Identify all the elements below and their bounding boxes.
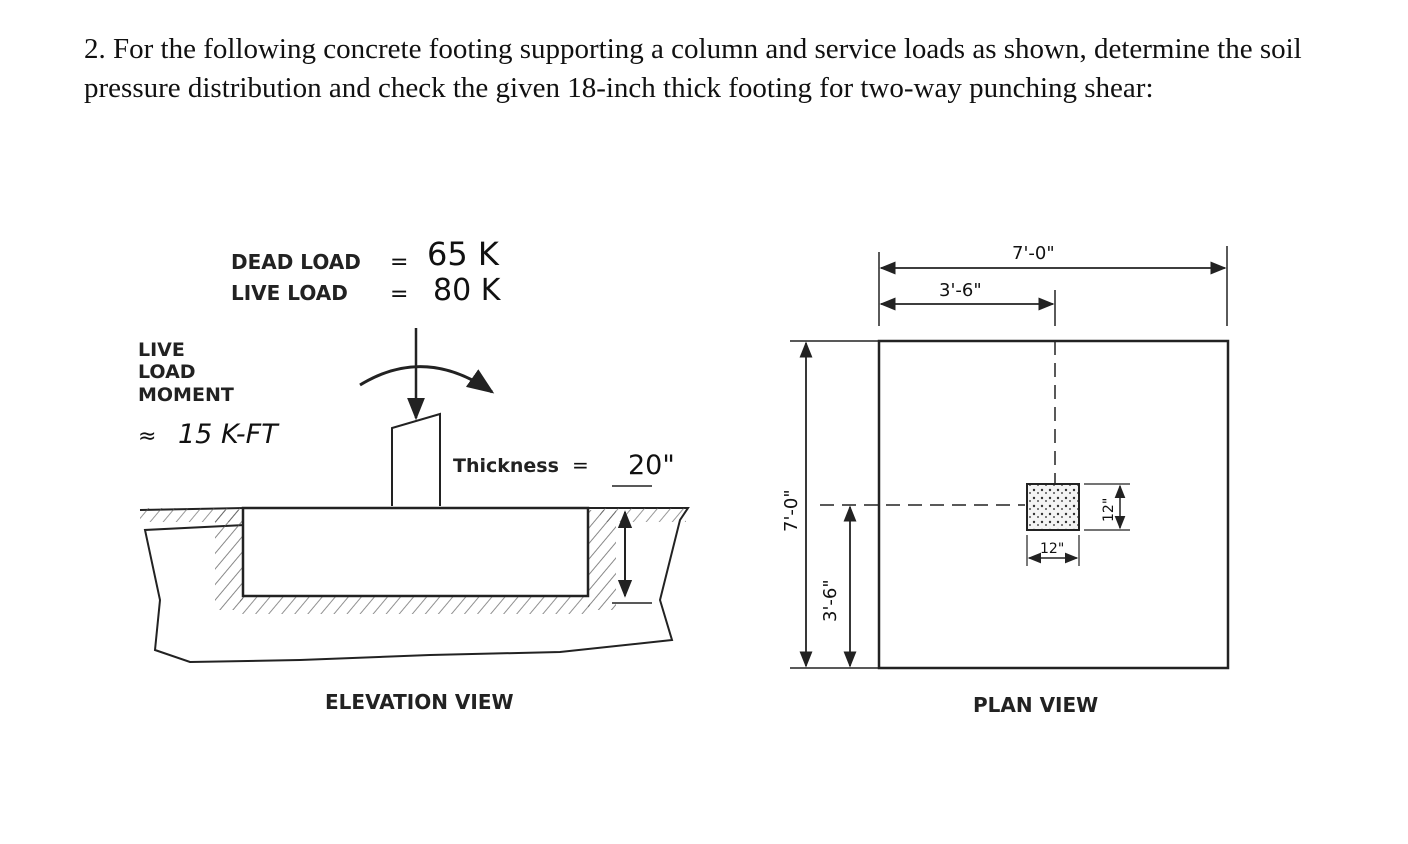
column-height-label: 12" [1101, 498, 1117, 522]
live-load-value: 80 K [433, 273, 502, 308]
live-load-label: LIVE LOAD [231, 281, 348, 305]
equals-sign: = [390, 250, 408, 275]
moment-arrow [359, 365, 495, 394]
column [391, 412, 441, 506]
dead-load-label: DEAD LOAD [231, 250, 361, 274]
width-dim-label: 7'-0" [1012, 243, 1055, 264]
moment-label-line3: MOMENT [138, 384, 234, 406]
elevation-caption: ELEVATION VIEW [325, 690, 514, 714]
thickness-value: 20" [628, 450, 675, 481]
column-width-label: 12" [1040, 541, 1064, 557]
moment-label-line1: LIVE [138, 339, 185, 361]
moment-label-line2: LOAD [138, 361, 196, 383]
plan-caption: PLAN VIEW [973, 693, 1098, 717]
moment-value: 15 K-FT [178, 419, 280, 450]
thickness-label: Thickness [453, 455, 559, 477]
equals-sign: = [390, 282, 408, 307]
footing [241, 506, 590, 598]
soil-hatch [600, 508, 686, 522]
height-dim-label: 7'-0" [781, 489, 802, 532]
column-plan [1026, 483, 1080, 531]
half-height-dim-label: 3'-6" [820, 579, 841, 622]
equals-sign: = [572, 453, 589, 477]
soil-hatch [588, 510, 616, 610]
equals-sign: ≈ [138, 424, 156, 449]
question-text: 2. For the following concrete footing su… [84, 33, 1302, 104]
half-width-dim-label: 3'-6" [939, 280, 982, 301]
elevation-view: DEAD LOAD = 65 K LIVE LOAD = 80 K LIVE L… [138, 235, 690, 714]
plan-view: 7'-0" 3'-6" 7'-0" 3'-6" 12" 12" PLAN VIE… [781, 243, 1230, 717]
dead-load-value: 65 K [427, 235, 500, 273]
soil-hatch [240, 596, 590, 614]
soil-hatch [215, 510, 243, 610]
